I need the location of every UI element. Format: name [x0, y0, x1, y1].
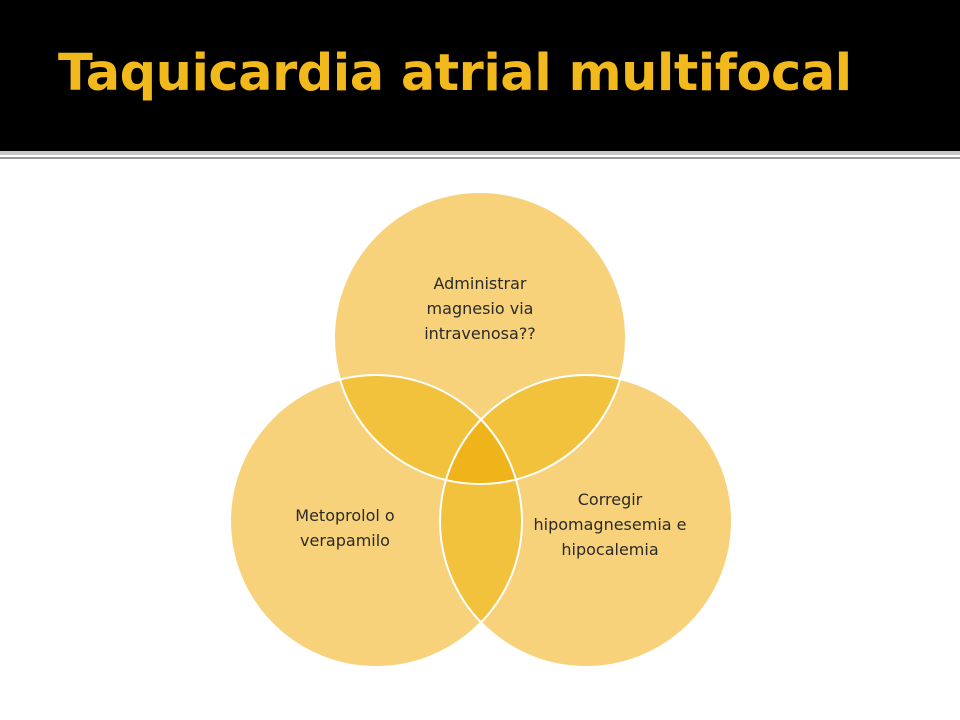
divider-line-shadow: [0, 157, 960, 159]
venn-diagram: [229, 191, 733, 668]
circle-top-label: Administrar magnesio via intravenosa??: [424, 274, 536, 343]
circle-right-outline: [439, 374, 733, 668]
divider-line-highlight: [0, 155, 960, 157]
circle-right-label: Corregir hipomagnesemia e hipocalemia: [533, 490, 687, 559]
overlap-top-left: [334, 375, 522, 484]
circle-left-label: Metoprolol o verapamilo: [295, 506, 395, 550]
slide-content: Administrar magnesio via intravenosa?? C…: [0, 159, 960, 720]
overlap-top-right: [440, 375, 626, 484]
divider-line: [0, 151, 960, 155]
circle-left-outline: [229, 374, 523, 668]
title-bar: Taquicardia atrial multifocal: [0, 0, 960, 151]
circle-top-outline: [333, 191, 627, 485]
slide-title: Taquicardia atrial multifocal: [58, 44, 852, 103]
